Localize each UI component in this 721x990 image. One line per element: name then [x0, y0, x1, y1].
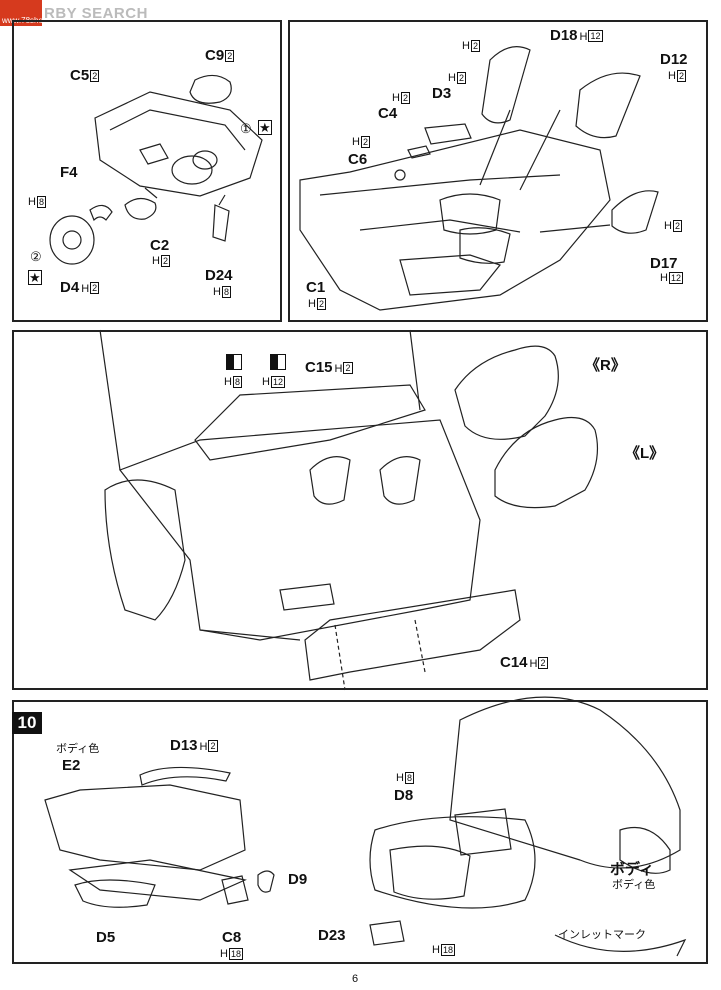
label-body-color-e2: ボディ色 — [56, 743, 100, 755]
interior-tub-drawing — [299, 46, 659, 311]
h-box: 2 — [225, 50, 235, 63]
panel-door-seats — [12, 330, 708, 690]
label-d12: D12 — [660, 51, 688, 68]
label-right-seat: 《R》 — [585, 357, 626, 374]
step10-drawing — [44, 696, 687, 957]
label-d9: D9 — [288, 871, 308, 888]
label-d17: D17 — [650, 255, 678, 272]
label-c6: C6 — [348, 151, 368, 168]
step-number-badge: 10 — [12, 712, 42, 734]
panel-dashboard — [12, 20, 282, 322]
page-number: 6 — [352, 973, 359, 985]
watermark-text: RBY SEARCH — [44, 5, 148, 22]
star-icon: ★ — [28, 270, 42, 285]
panel-step-10 — [12, 700, 708, 964]
label-e2: E2 — [62, 757, 81, 774]
label-d23: D23 — [318, 927, 346, 944]
label-d8: D8 — [394, 787, 414, 804]
label-body: ボディ — [610, 861, 654, 878]
panel-interior-tub — [288, 20, 708, 322]
paint-marker-icon — [226, 354, 242, 370]
label-left-seat: 《L》 — [625, 445, 665, 462]
marker-1: ① — [240, 121, 252, 136]
label-c1: C1 — [306, 279, 326, 296]
paint-marker-icon — [270, 354, 286, 370]
label-c8: C8 — [222, 929, 242, 946]
marker-2: ② — [30, 249, 42, 264]
door-seats-drawing — [99, 329, 599, 691]
label-f4: F4 — [60, 164, 78, 181]
dashboard-drawing — [49, 74, 263, 265]
label-d3: D3 — [432, 85, 452, 102]
label-d5: D5 — [96, 929, 116, 946]
label-d24: D24 — [205, 267, 233, 284]
label-c4: C4 — [378, 105, 398, 122]
label-inlet-mark: インレットマーク — [558, 929, 646, 941]
star-icon: ★ — [258, 120, 272, 135]
label-c2: C2 — [150, 237, 170, 254]
label-body-color: ボディ色 — [612, 879, 656, 891]
h-box: 2 — [90, 70, 100, 83]
